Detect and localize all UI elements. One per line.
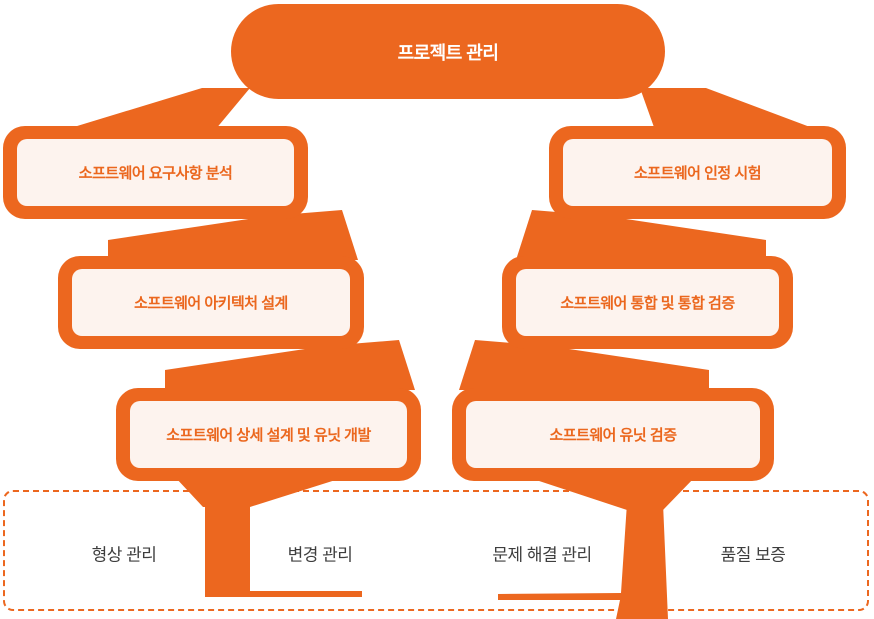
node-detailed-design-unit-dev: 소프트웨어 상세 설계 및 유닛 개발	[116, 388, 421, 481]
node-acceptance-test: 소프트웨어 인정 시험	[549, 126, 846, 219]
node-detailed-design-unit-dev-label: 소프트웨어 상세 설계 및 유닛 개발	[166, 427, 371, 444]
node-unit-verification: 소프트웨어 유닛 검증	[452, 388, 774, 481]
node-panel: 소프트웨어 인정 시험	[563, 139, 832, 206]
node-panel: 소프트웨어 상세 설계 및 유닛 개발	[130, 401, 407, 468]
label-change-management: 변경 관리	[287, 545, 353, 565]
node-integration-verification-label: 소프트웨어 통합 및 통합 검증	[560, 295, 735, 312]
node-unit-verification-label: 소프트웨어 유닛 검증	[549, 427, 677, 444]
node-requirements-analysis: 소프트웨어 요구사항 분석	[3, 126, 308, 219]
node-panel: 소프트웨어 요구사항 분석	[17, 139, 294, 206]
node-integration-verification: 소프트웨어 통합 및 통합 검증	[502, 256, 793, 349]
label-configuration-management: 형상 관리	[91, 545, 157, 565]
node-project-management-label: 프로젝트 관리	[397, 42, 499, 63]
node-requirements-analysis-label: 소프트웨어 요구사항 분석	[78, 165, 233, 182]
label-quality-assurance: 품질 보증	[720, 545, 786, 565]
node-panel: 소프트웨어 유닛 검증	[466, 401, 760, 468]
label-problem-resolution-management: 문제 해결 관리	[492, 545, 592, 565]
node-architecture-design-label: 소프트웨어 아키텍처 설계	[134, 295, 288, 312]
node-acceptance-test-label: 소프트웨어 인정 시험	[633, 165, 762, 182]
node-project-management: 프로젝트 관리	[231, 4, 665, 99]
support-process-box	[3, 490, 869, 611]
node-panel: 소프트웨어 통합 및 통합 검증	[516, 269, 779, 336]
node-architecture-design: 소프트웨어 아키텍처 설계	[58, 256, 364, 349]
node-panel: 소프트웨어 아키텍처 설계	[72, 269, 350, 336]
